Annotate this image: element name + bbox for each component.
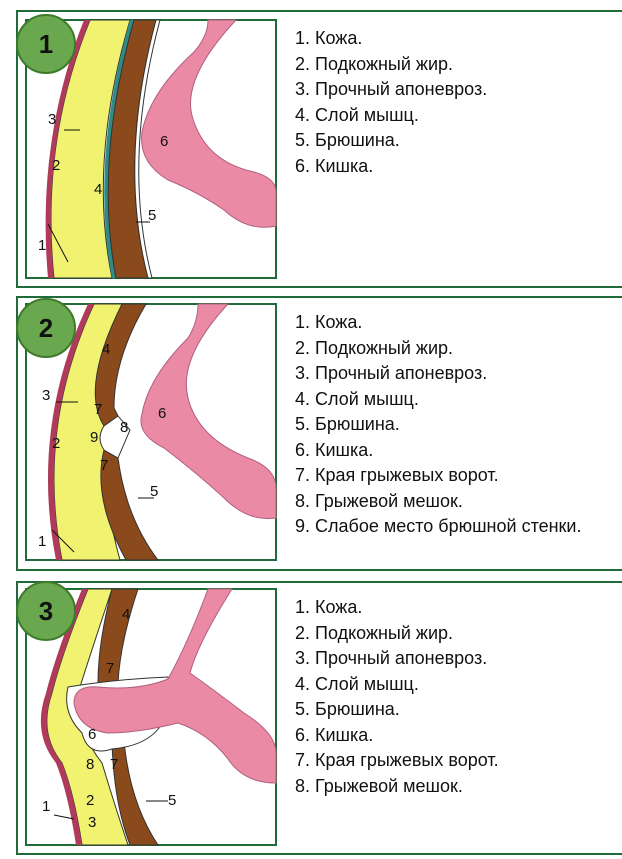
legend-item: 2. Подкожный жир. xyxy=(295,337,454,358)
skin-layer xyxy=(45,20,90,278)
panel-1: 1 2 3 4 5 6 1 1. Кожа. 2. Подкожный жир.… xyxy=(16,10,622,288)
intestine xyxy=(141,19,277,228)
label-7-lower: 7 xyxy=(110,756,118,773)
legend-item: 3. Прочный апоневроз. xyxy=(295,79,488,99)
label-7-upper: 7 xyxy=(106,660,114,677)
label-6: 6 xyxy=(160,133,168,150)
label-2: 2 xyxy=(52,157,60,174)
panel-number-badge: 1 xyxy=(16,14,76,74)
legend-item: 8. Грыжевой мешок. xyxy=(295,775,463,796)
legend-item: 1. Кожа. xyxy=(295,597,363,617)
legend-item: 6. Кишка. xyxy=(295,155,374,176)
label-8: 8 xyxy=(86,756,94,773)
legend-item: 2. Подкожный жир. xyxy=(295,622,454,643)
legend-item: 9. Слабое место брюшной стенки. xyxy=(295,516,582,536)
label-6: 6 xyxy=(88,726,96,743)
legend-item: 5. Брюшина. xyxy=(295,699,400,719)
abdominal-wall-diagram-2: 1 2 3 4 5 6 7 7 8 9 xyxy=(25,303,277,561)
legend-item: 7. Края грыжевых ворот. xyxy=(295,750,499,770)
panel-2: 1 2 3 4 5 6 7 7 8 9 2 1. Кожа. 2. Подкож… xyxy=(16,296,622,571)
label-2: 2 xyxy=(86,792,94,809)
legend-item: 5. Брюшина. xyxy=(295,130,400,150)
label-3: 3 xyxy=(88,814,96,831)
label-line-1 xyxy=(47,223,69,263)
label-4: 4 xyxy=(102,341,110,358)
skin-layer xyxy=(47,304,94,560)
label-2: 2 xyxy=(52,435,60,452)
legend-item: 3. Прочный апоневроз. xyxy=(295,648,488,668)
subcutaneous-fat-layer xyxy=(50,19,131,279)
abdominal-wall-diagram-1: 1 2 3 4 5 6 xyxy=(25,19,277,279)
muscle-layer-lower xyxy=(111,740,159,846)
label-8: 8 xyxy=(120,419,128,436)
label-1: 1 xyxy=(42,798,50,815)
weak-spot-area xyxy=(99,415,131,459)
legend-item: 4. Слой мышц. xyxy=(295,673,419,694)
legend-item: 4. Слой мышц. xyxy=(295,104,419,125)
peritoneum-layer xyxy=(134,19,161,279)
label-9: 9 xyxy=(90,429,98,446)
legend-item: 1. Кожа. xyxy=(295,28,363,48)
label-5: 5 xyxy=(168,792,176,809)
legend-item: 4. Слой мышц. xyxy=(295,388,419,409)
legend-item: 6. Кишка. xyxy=(295,724,374,745)
legend-item: 8. Грыжевой мешок. xyxy=(295,490,463,511)
legend-item: 6. Кишка. xyxy=(295,439,374,460)
label-5: 5 xyxy=(150,483,158,500)
label-5: 5 xyxy=(148,207,156,224)
legend-item: 1. Кожа. xyxy=(295,312,363,332)
label-line-1 xyxy=(53,814,75,820)
label-6: 6 xyxy=(158,405,166,422)
legend-list: 1. Кожа. 2. Подкожный жир. 3. Прочный ап… xyxy=(295,310,582,540)
legend-item: 3. Прочный апоневроз. xyxy=(295,363,488,383)
muscle-layer-lower xyxy=(100,449,160,561)
label-1: 1 xyxy=(38,237,46,254)
panel-number-badge: 2 xyxy=(16,298,76,358)
intestine xyxy=(73,588,277,784)
legend-item: 2. Подкожный жир. xyxy=(295,53,454,74)
skin-layer xyxy=(40,589,88,845)
label-line-1 xyxy=(51,529,75,553)
label-4: 4 xyxy=(122,606,130,623)
legend-item: 7. Края грыжевых ворот. xyxy=(295,465,499,485)
legend-item: 5. Брюшина. xyxy=(295,414,400,434)
label-1: 1 xyxy=(38,533,46,550)
legend-list: 1. Кожа. 2. Подкожный жир. 3. Прочный ап… xyxy=(295,26,487,179)
label-4: 4 xyxy=(94,181,102,198)
aponeurosis-layer xyxy=(104,20,134,278)
label-7-upper: 7 xyxy=(94,401,102,418)
label-7-lower: 7 xyxy=(100,457,108,474)
label-3: 3 xyxy=(42,387,50,404)
label-3: 3 xyxy=(48,111,56,128)
panel-3: 1 2 3 4 5 6 7 7 8 3 1. Кожа. 2. Подкожны… xyxy=(16,581,622,855)
intestine xyxy=(140,303,277,520)
legend-list: 1. Кожа. 2. Подкожный жир. 3. Прочный ап… xyxy=(295,595,499,799)
panel-number-badge: 3 xyxy=(16,581,76,641)
